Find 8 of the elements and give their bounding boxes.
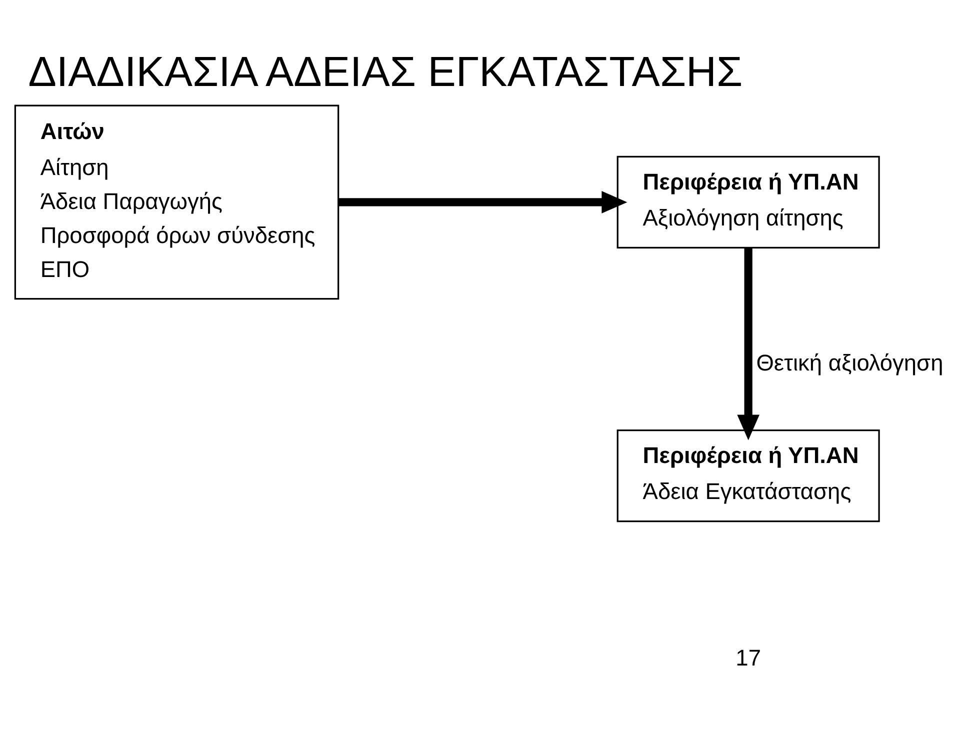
node-box: Περιφέρεια ή ΥΠ.ΑΝ Αξιολόγηση αίτησης: [616, 156, 880, 248]
node-box: Αιτών Αίτηση Άδεια Παραγωγής Προσφορά όρων σύνδεσης ΕΠΟ: [14, 104, 340, 300]
arrow: [338, 191, 628, 214]
node-box: Περιφέρεια ή ΥΠ.ΑΝ Άδεια Εγκατάστασης: [616, 430, 880, 522]
diagram-title: ΔΙΑΔΙΚΑΣΙΑ ΑΔΕΙΑΣ ΕΓΚΑΤΑΣΤΑΣΗΣ: [28, 48, 743, 95]
arrow: [737, 248, 760, 440]
label: 17: [736, 644, 761, 670]
edge-label: Θετική αξιολόγηση: [756, 350, 944, 376]
